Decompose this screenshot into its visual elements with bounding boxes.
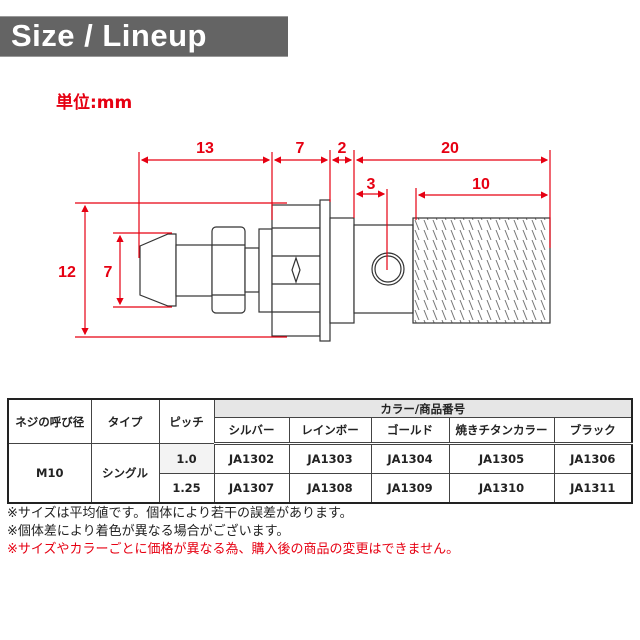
collar: [329, 217, 355, 324]
dim-3: 3: [367, 176, 376, 193]
table-row: 1.25 JA1307 JA1308 JA1309 JA1310 JA1311: [8, 473, 633, 504]
small-thread: [244, 247, 260, 293]
dim-13: 13: [196, 140, 214, 157]
cell-code: JA1304: [370, 443, 450, 474]
note-color: ※個体差により着色が異なる場合がございます。: [7, 524, 290, 539]
header-color: ブラック: [553, 417, 633, 445]
cell-code: JA1311: [553, 473, 633, 504]
header-pitch: ピッチ: [158, 398, 215, 444]
cell-code: JA1305: [448, 443, 555, 474]
bolt-tip: [139, 233, 177, 307]
notes: ※サイズは平均値です。個体により若干の誤差があります。 ※個体差により着色が異な…: [7, 505, 459, 559]
table-row: M10 シングル 1.0 JA1302 JA1303 JA1304 JA1305…: [7, 443, 633, 504]
bolt-body: [139, 199, 551, 342]
lineup-table: ネジの呼び径 タイプ ピッチ カラー/商品番号 シルバー レインボー ゴールド …: [7, 398, 633, 504]
dim-20: 20: [441, 140, 459, 157]
unit-label: 単位:mm: [56, 93, 133, 113]
dimension-lines: [75, 150, 551, 338]
header-type: タイプ: [90, 398, 160, 444]
cell-size: M10: [7, 443, 92, 504]
header-color: レインボー: [288, 417, 372, 445]
lock-nut: [211, 226, 246, 314]
bolt-neck: [175, 244, 213, 297]
header-color-group: カラー/商品番号: [213, 398, 633, 418]
header-color: シルバー: [213, 417, 290, 445]
cell-code: JA1309: [370, 473, 450, 504]
cell-code: JA1306: [553, 443, 633, 474]
cell-code: JA1302: [213, 443, 290, 474]
dim-2: 2: [338, 140, 347, 157]
header-size: ネジの呼び径: [7, 398, 92, 444]
cell-code: JA1310: [448, 473, 555, 504]
header-color: ゴールド: [370, 417, 450, 445]
cell-pitch: 1.25: [158, 473, 215, 504]
banjo-bolt-drawing: 13 7 2 20 3 10 12 7: [58, 140, 551, 342]
thread-section: [412, 217, 551, 324]
note-no-exchange: ※サイズやカラーごとに価格が異なる為、購入後の商品の変更はできません。: [7, 542, 460, 557]
dim-7-tip: 7: [104, 264, 113, 281]
washer: [258, 228, 273, 313]
section-header: Size / Lineup: [0, 16, 288, 57]
hex-head: [271, 204, 321, 337]
cell-code: JA1308: [288, 473, 372, 504]
dim-7-hex: 7: [296, 140, 305, 157]
flange: [319, 199, 331, 342]
cell-type: シングル: [90, 443, 160, 504]
cell-code: JA1307: [213, 473, 290, 504]
note-size: ※サイズは平均値です。個体により若干の誤差があります。: [7, 506, 353, 521]
cell-code: JA1303: [288, 443, 372, 474]
cell-pitch: 1.0: [158, 443, 215, 474]
header-color: 焼きチタンカラー: [448, 417, 555, 445]
dim-12: 12: [58, 264, 76, 281]
section-title: Size / Lineup: [11, 18, 207, 53]
dim-10: 10: [472, 176, 490, 193]
